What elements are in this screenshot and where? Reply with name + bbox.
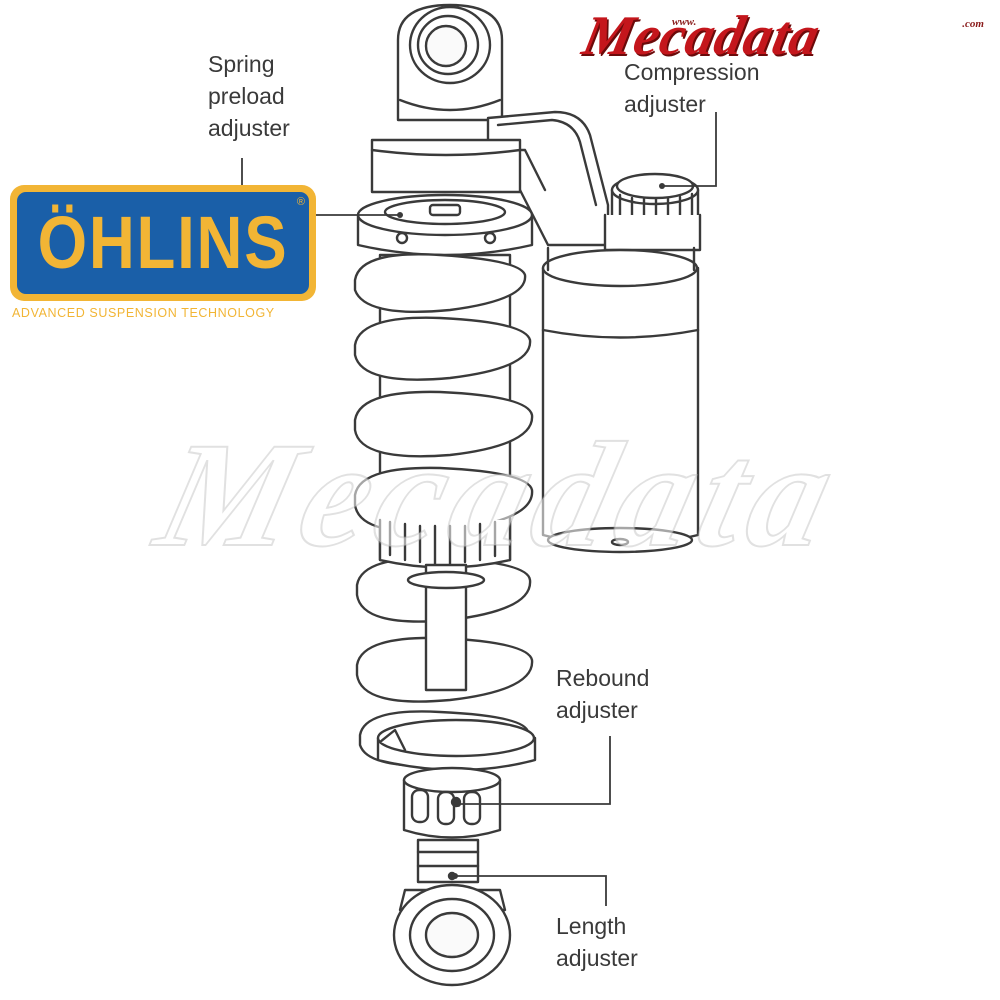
damper-shaft <box>406 563 486 692</box>
ohlins-logo: ÖHLINS ® ADVANCED SUSPENSION TECHNOLOGY <box>10 185 320 327</box>
lower-spring-seat <box>376 718 537 772</box>
ohlins-registered-mark: ® <box>296 196 305 208</box>
label-line: Length <box>556 913 627 939</box>
rebound-adjuster-collar <box>402 766 502 839</box>
reservoir-canister <box>541 246 700 554</box>
mecadata-suffix: .com <box>962 18 984 30</box>
ohlins-badge-inner: ÖHLINS ® <box>17 192 309 294</box>
label-line: Spring <box>208 51 275 77</box>
ohlins-badge: ÖHLINS ® <box>10 185 316 301</box>
mecadata-logo: www. Mecadata .com <box>577 5 990 67</box>
preload-collar <box>356 193 534 257</box>
label-line: Rebound <box>556 665 650 691</box>
length-adjuster-label: Length adjuster <box>556 910 638 974</box>
rebound-leader-line <box>458 736 611 805</box>
ohlins-wordmark: ÖHLINS <box>37 201 289 284</box>
length-leader-line <box>455 875 607 906</box>
rebound-adjuster-label: Rebound adjuster <box>556 662 649 726</box>
compression-leader-dot <box>659 183 665 189</box>
mecadata-prefix: www. <box>672 16 697 28</box>
ohlins-tagline: ADVANCED SUSPENSION TECHNOLOGY <box>12 306 275 320</box>
compression-adjuster-label: Compression adjuster <box>624 56 760 120</box>
length-leader-dot <box>452 873 458 879</box>
label-line: adjuster <box>556 697 638 723</box>
label-line: adjuster <box>624 91 706 117</box>
label-line: adjuster <box>208 115 290 141</box>
top-eyelet <box>396 3 504 122</box>
label-line: adjuster <box>556 945 638 971</box>
bottom-eyelet <box>392 883 512 987</box>
length-adjuster <box>416 838 480 884</box>
spring-preload-adjuster-label: Spring preload adjuster <box>208 48 290 144</box>
bump-stop <box>378 518 512 569</box>
rebound-leader-dot <box>455 801 461 807</box>
label-line: Compression <box>624 59 760 85</box>
preload-leader-dot <box>397 212 403 218</box>
compression-adjuster-knob <box>603 172 702 252</box>
compression-leader-line <box>662 112 717 187</box>
label-line: preload <box>208 83 285 109</box>
